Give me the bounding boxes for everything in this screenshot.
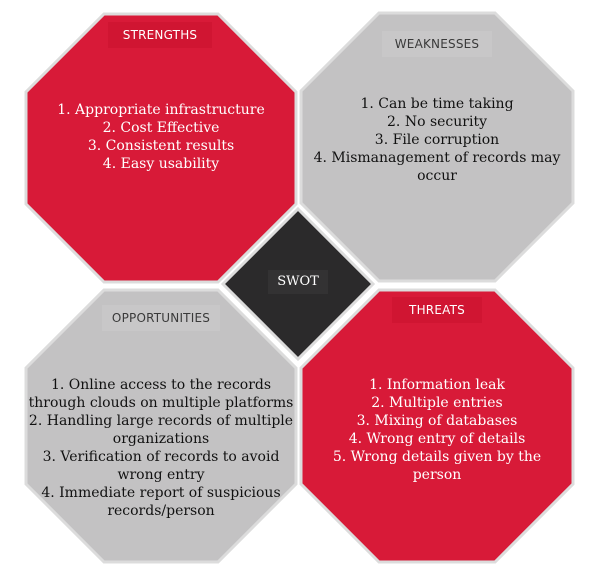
list-item: 1. Appropriate infrastructure xyxy=(57,102,265,118)
list-item: 1. Information leak xyxy=(369,377,505,393)
opportunities-list: 1. Online access to the records through … xyxy=(28,376,294,520)
weaknesses-list: 1. Can be time taking 2. No security 3. … xyxy=(309,95,565,185)
strengths-list: 1. Appropriate infrastructure 2. Cost Ef… xyxy=(34,101,288,173)
threats-list: 1. Information leak 2. Multiple entries … xyxy=(307,376,567,484)
list-item: 4. Immediate report of suspicious xyxy=(41,485,281,501)
strengths-shape xyxy=(24,12,298,284)
list-item: through clouds on multiple platforms xyxy=(28,395,294,411)
list-item: 2. Handling large records of multiple xyxy=(28,413,294,429)
list-item: 4. Easy usability xyxy=(102,156,220,172)
list-item: 1. Can be time taking xyxy=(360,96,514,112)
list-item: 2. Multiple entries xyxy=(371,395,503,411)
swot-center-diamond: SWOT xyxy=(220,206,376,362)
threats-octagon: THREATS 1. Information leak 2. Multiple … xyxy=(299,288,575,564)
opportunities-shape xyxy=(24,288,298,564)
list-item: records/person xyxy=(107,503,215,519)
list-item: organizations xyxy=(112,431,210,447)
list-item: 2. No security xyxy=(387,114,487,130)
list-item: wrong entry xyxy=(117,467,205,483)
opportunities-title: OPPORTUNITIES xyxy=(102,305,220,331)
weaknesses-title: WEAKNESSES xyxy=(382,31,492,57)
strengths-octagon: STRENGTHS 1. Appropriate infrastructure … xyxy=(24,12,298,284)
list-item: 3. File corruption xyxy=(374,132,500,148)
threats-shape xyxy=(299,288,575,564)
list-item: 3. Verification of records to avoid xyxy=(42,449,280,465)
list-item: 1. Online access to the records xyxy=(50,377,272,393)
weaknesses-octagon: WEAKNESSES 1. Can be time taking 2. No s… xyxy=(299,11,575,283)
list-item: 4. Mismanagement of records may xyxy=(313,150,561,166)
list-item: 2. Cost Effective xyxy=(102,120,220,136)
list-item: 3. Consistent results xyxy=(87,138,235,154)
weaknesses-shape xyxy=(299,11,575,283)
list-item: 5. Wrong details given by the person xyxy=(332,449,542,483)
list-item: 3. Mixing of databases xyxy=(356,413,518,429)
list-item: 4. Wrong entry of details xyxy=(348,431,526,447)
opportunities-octagon: OPPORTUNITIES 1. Online access to the re… xyxy=(24,288,298,564)
list-item: occur xyxy=(417,168,457,184)
strengths-title: STRENGTHS xyxy=(108,22,212,48)
swot-label: SWOT xyxy=(268,270,328,294)
threats-title: THREATS xyxy=(392,297,482,323)
